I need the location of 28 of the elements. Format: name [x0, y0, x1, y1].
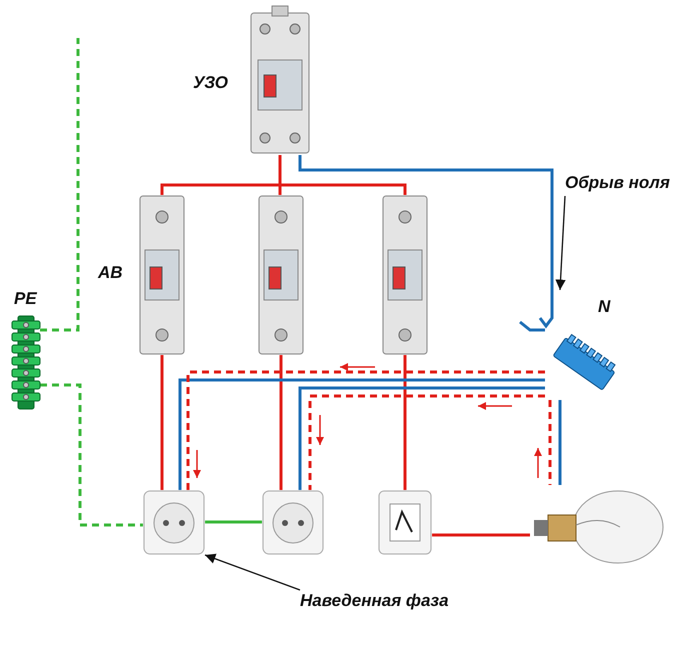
circuit-breaker-drawing — [139, 195, 185, 355]
wire — [40, 384, 143, 526]
rcd-drawing — [250, 5, 310, 155]
wire — [280, 355, 282, 490]
socket-drawing — [262, 490, 324, 555]
circuit-breaker-drawing — [258, 195, 304, 355]
device-label: УЗО — [193, 72, 228, 94]
device-label: АВ — [98, 262, 123, 284]
wire — [160, 355, 164, 490]
wire — [558, 400, 562, 485]
leader-line — [555, 196, 566, 290]
leader-line — [204, 554, 300, 591]
socket-drawing — [143, 490, 205, 555]
callout-text: Обрыв ноля — [565, 172, 675, 194]
device-label: N — [598, 296, 610, 318]
device-label: PE — [14, 288, 37, 310]
wire — [278, 155, 406, 195]
wire — [404, 355, 406, 490]
wire — [40, 38, 80, 332]
wire — [298, 155, 554, 328]
wire — [548, 400, 552, 485]
wire — [205, 520, 262, 524]
wire — [519, 320, 545, 332]
light-switch-drawing — [378, 490, 432, 555]
ground-bus-drawing — [12, 315, 40, 410]
wire — [432, 534, 530, 536]
callout-text: Наведенная фаза — [300, 590, 450, 612]
circuit-breaker-drawing — [382, 195, 428, 355]
